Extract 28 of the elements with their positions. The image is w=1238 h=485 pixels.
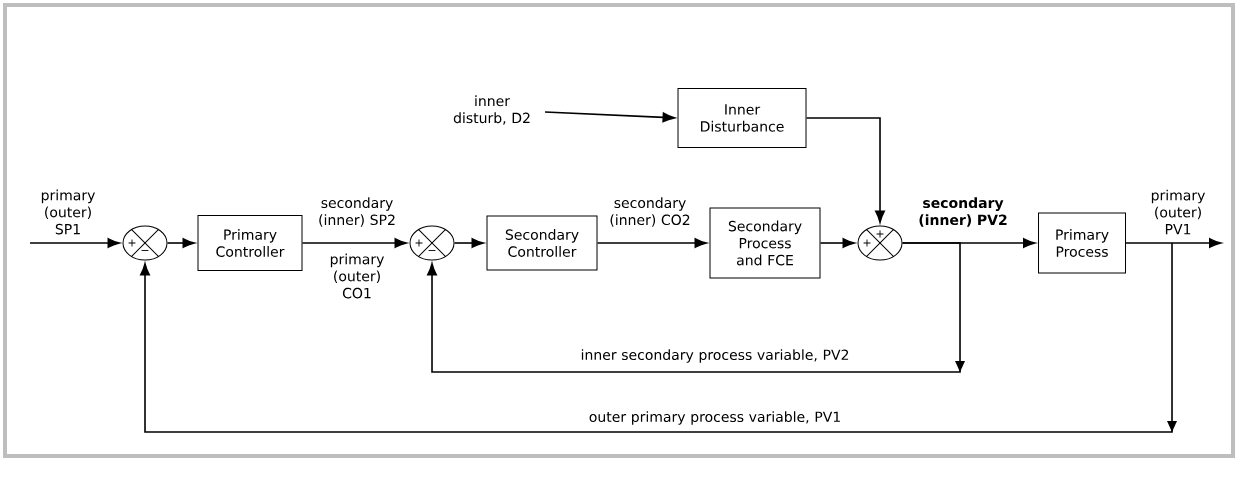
arrow bbox=[1125, 238, 1222, 248]
summing-junction: + + bbox=[857, 225, 903, 261]
block-box: Inner Disturbance bbox=[677, 88, 807, 148]
signal-label: primary (outer) CO1 bbox=[330, 253, 384, 299]
arrow bbox=[29, 238, 120, 248]
signal-label: inner disturb, D2 bbox=[453, 95, 530, 125]
signal-label: inner secondary process variable, PV2 bbox=[581, 349, 849, 363]
summing-junction: + − bbox=[122, 225, 168, 261]
arrow bbox=[453, 238, 484, 248]
block-box: Primary Process bbox=[1038, 212, 1126, 274]
signal-label: outer primary process variable, PV1 bbox=[589, 411, 840, 425]
block-box: Primary Controller bbox=[197, 215, 303, 271]
arrow bbox=[427, 242, 965, 373]
signal-label: primary (outer) PV1 bbox=[1151, 189, 1205, 235]
arrow bbox=[140, 242, 1177, 433]
arrow bbox=[544, 111, 675, 123]
summing-junction: + − bbox=[409, 225, 455, 261]
arrow bbox=[596, 238, 707, 248]
arrow bbox=[819, 238, 855, 248]
signal-label: secondary (inner) PV2 bbox=[919, 197, 1007, 227]
arrow bbox=[805, 117, 885, 223]
block-box: Secondary Process and FCE bbox=[709, 207, 821, 279]
signal-label: secondary (inner) CO2 bbox=[610, 197, 690, 227]
block-box: Secondary Controller bbox=[486, 215, 598, 271]
arrow bbox=[166, 238, 195, 248]
signal-label: primary (outer) SP1 bbox=[41, 189, 95, 235]
signal-label: secondary (inner) SP2 bbox=[319, 197, 395, 227]
arrow bbox=[301, 238, 407, 248]
